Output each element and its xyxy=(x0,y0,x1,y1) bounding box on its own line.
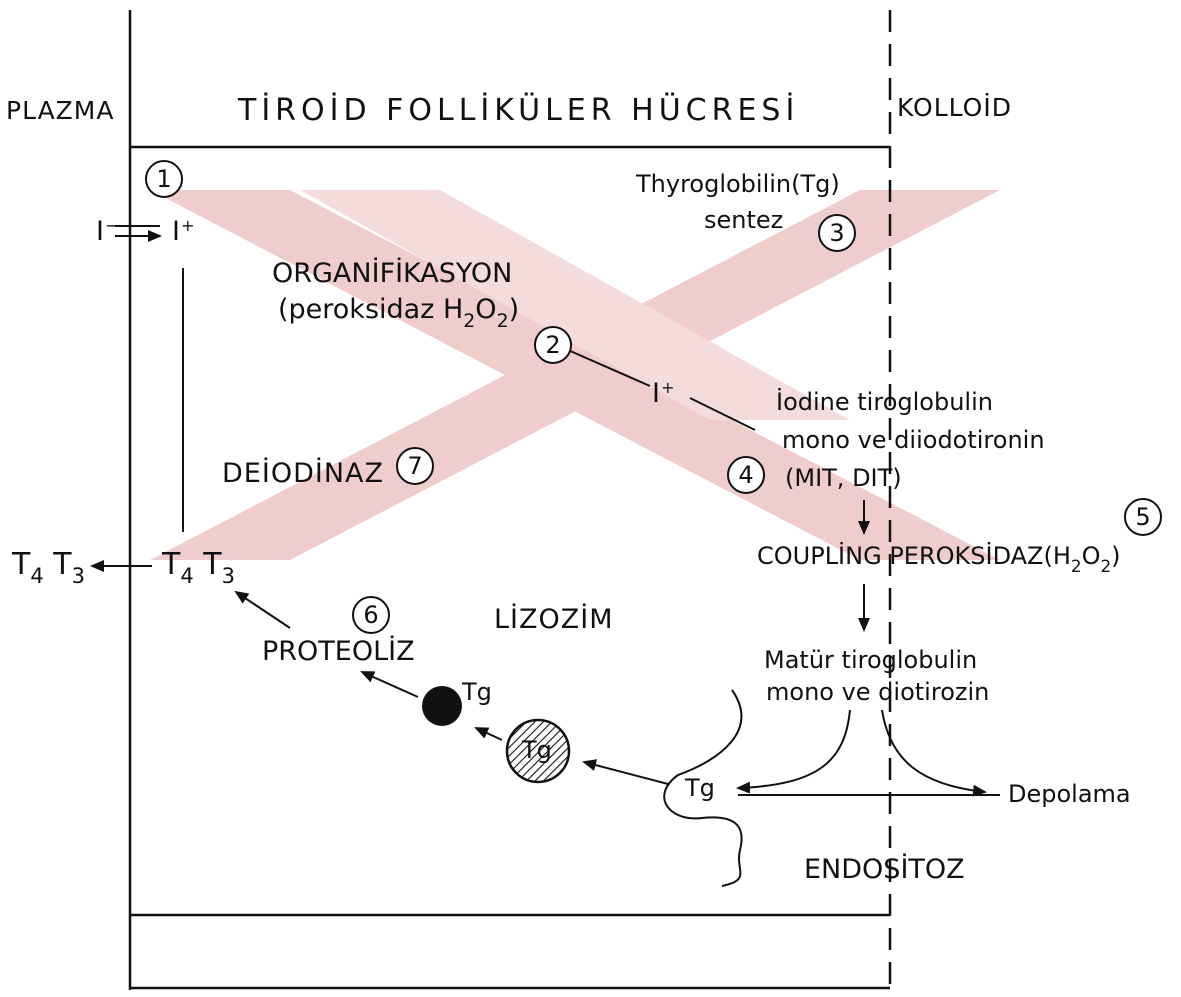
iodine-tg-subtitle: mono ve diiodotironin xyxy=(782,428,1045,452)
endocytosis-label: ENDOSİTOZ xyxy=(804,856,965,883)
proteolysis-label: PROTEOLİZ xyxy=(262,638,415,665)
step-7-marker: 7 xyxy=(396,447,434,485)
colloid-label: KOLLOİD xyxy=(897,95,1012,120)
step-4-marker: 4 xyxy=(727,456,765,494)
tg-synthesis-subtitle: sentez xyxy=(704,208,783,232)
iodide-ion: I− xyxy=(96,218,120,245)
proteoliz-to-t4-arrow xyxy=(236,592,290,628)
deiodinase-label: DEİODİNAZ xyxy=(222,460,384,487)
tg-hatched-label: Tg xyxy=(522,738,552,762)
step-2-marker: 2 xyxy=(534,326,572,364)
iodine-plus-label: I+ xyxy=(652,380,676,407)
plasma-label: PLAZMA xyxy=(6,98,114,123)
storage-label: Depolama xyxy=(1008,782,1131,806)
lysozyme-label: LİZOZİM xyxy=(494,606,614,633)
dark-to-proteoliz-arrow xyxy=(362,672,418,697)
iodine-tg-title: İodine tiroglobulin xyxy=(776,390,993,414)
vesicle-to-hatched-arrow xyxy=(584,762,668,784)
iodine-ion: I+ xyxy=(172,218,196,245)
mature-tg-title: Matür tiroglobulin xyxy=(764,648,977,672)
step-6-marker: 6 xyxy=(352,596,390,634)
step-3-marker: 3 xyxy=(818,214,856,252)
hatched-to-dark-arrow xyxy=(476,728,502,740)
mature-to-storage-arrow xyxy=(882,710,985,792)
organification-title: ORGANİFİKASYON xyxy=(272,260,512,287)
tg-synthesis-title: Thyroglobilin(Tg) xyxy=(636,172,840,196)
tg-vesicle-label: Tg xyxy=(685,776,715,800)
tg-dark-lysosome xyxy=(422,686,462,726)
tg-dark-label: Tg xyxy=(462,680,492,704)
watermark-logo xyxy=(150,190,1000,560)
t4-t3-cell: T4 T3 xyxy=(162,550,235,580)
mature-tg-subtitle: mono ve diotirozin xyxy=(766,680,989,704)
coupling-label: COUPLİNG PEROKSİDAZ(H2O2) xyxy=(757,544,1121,568)
mature-to-tg-arrow xyxy=(738,710,850,788)
step-5-marker: 5 xyxy=(1124,498,1162,536)
cell-label: TİROİD FOLLİKÜLER HÜCRESİ xyxy=(238,96,799,126)
mit-dit-label: (MIT, DIT) xyxy=(785,466,902,490)
organification-detail: (peroksidaz H2O2) xyxy=(278,296,519,323)
t4-t3-plasma: T4 T3 xyxy=(12,550,85,580)
step-1-marker: 1 xyxy=(145,160,183,198)
